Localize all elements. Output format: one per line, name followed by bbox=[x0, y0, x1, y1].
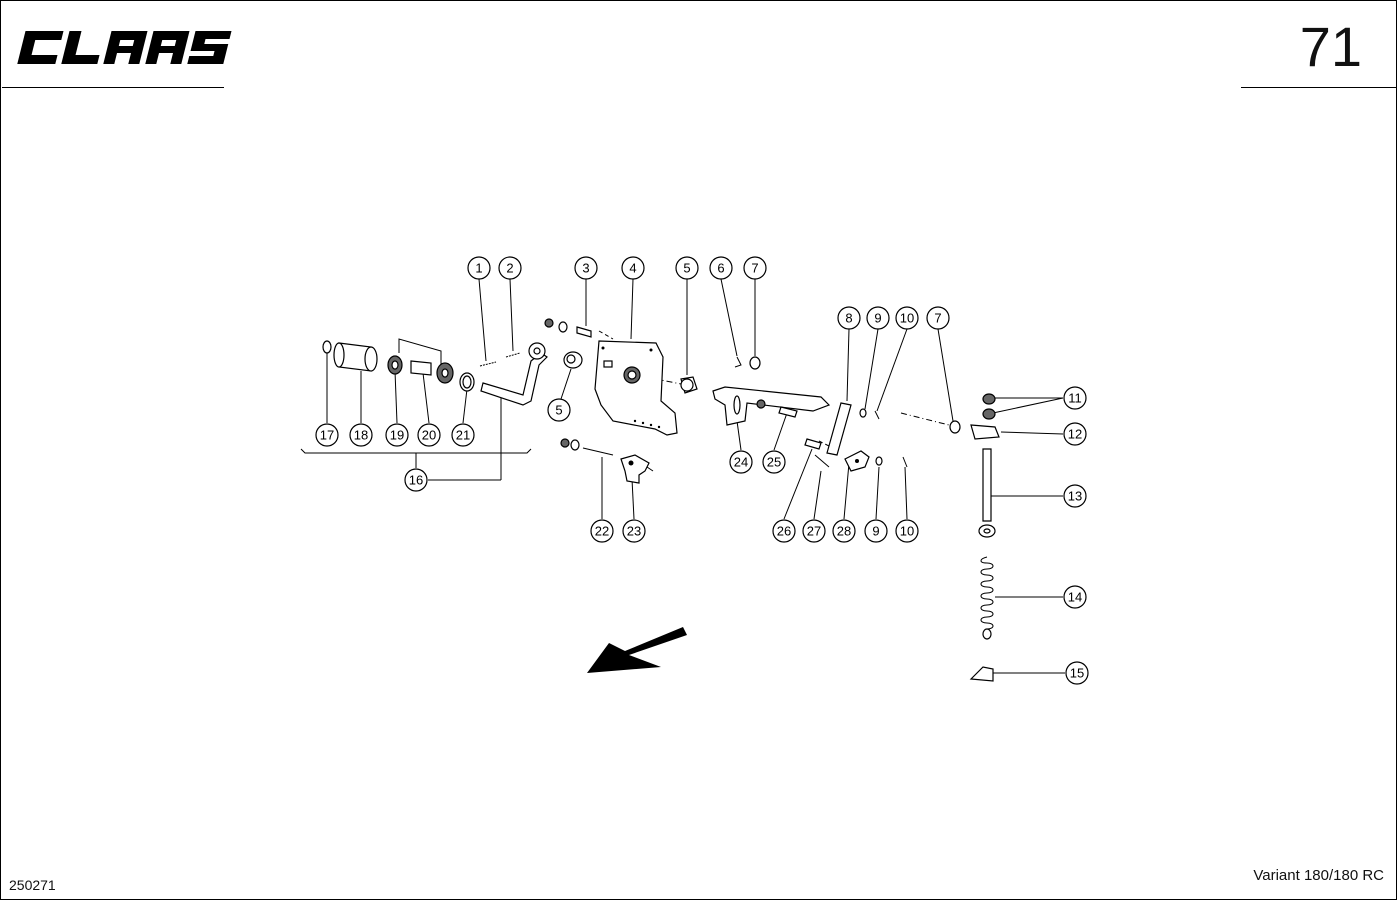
callout-2: 2 bbox=[498, 256, 522, 280]
callout-23: 23 bbox=[622, 519, 646, 543]
svg-text:15: 15 bbox=[1070, 666, 1084, 681]
callout-11: 11 bbox=[1063, 386, 1087, 410]
svg-text:8: 8 bbox=[845, 311, 852, 326]
svg-text:18: 18 bbox=[354, 428, 368, 443]
svg-text:23: 23 bbox=[627, 524, 641, 539]
callout-9-bottom: 9 bbox=[864, 519, 888, 543]
svg-text:13: 13 bbox=[1068, 489, 1082, 504]
callout-4: 4 bbox=[621, 256, 645, 280]
callout-22: 22 bbox=[590, 519, 614, 543]
svg-text:9: 9 bbox=[874, 311, 881, 326]
svg-text:1: 1 bbox=[475, 261, 482, 276]
svg-text:28: 28 bbox=[837, 524, 851, 539]
callout-6: 6 bbox=[709, 256, 733, 280]
callout-15: 15 bbox=[1065, 661, 1089, 685]
svg-text:11: 11 bbox=[1068, 391, 1082, 406]
svg-text:9: 9 bbox=[872, 524, 879, 539]
callout-16: 16 bbox=[404, 468, 428, 492]
callout-26: 26 bbox=[772, 519, 796, 543]
callout-7-top: 7 bbox=[743, 256, 767, 280]
svg-text:27: 27 bbox=[807, 524, 821, 539]
drawing-code: 250271 bbox=[9, 877, 56, 893]
svg-text:6: 6 bbox=[717, 261, 724, 276]
callout-5-left: 5 bbox=[547, 398, 571, 422]
svg-text:7: 7 bbox=[934, 311, 941, 326]
callout-17: 17 bbox=[315, 423, 339, 447]
model-label: Variant 180/180 RC bbox=[1253, 867, 1384, 884]
callout-5-top: 5 bbox=[675, 256, 699, 280]
direction-arrow bbox=[587, 627, 687, 673]
callout-8: 8 bbox=[837, 306, 861, 330]
svg-text:7: 7 bbox=[751, 261, 758, 276]
callout-13: 13 bbox=[1063, 484, 1087, 508]
svg-text:12: 12 bbox=[1068, 427, 1082, 442]
leader-lines bbox=[300, 278, 1065, 674]
callout-1: 1 bbox=[467, 256, 491, 280]
svg-text:20: 20 bbox=[422, 428, 436, 443]
header-rule-left bbox=[2, 87, 224, 88]
callout-10-top: 10 bbox=[895, 306, 919, 330]
svg-text:16: 16 bbox=[409, 473, 423, 488]
callout-18: 18 bbox=[349, 423, 373, 447]
claas-logo bbox=[17, 31, 232, 64]
callout-24: 24 bbox=[729, 450, 753, 474]
callout-12: 12 bbox=[1063, 422, 1087, 446]
svg-text:10: 10 bbox=[900, 524, 914, 539]
header-rule-right bbox=[1241, 87, 1397, 88]
svg-text:19: 19 bbox=[390, 428, 404, 443]
svg-text:21: 21 bbox=[456, 428, 470, 443]
svg-text:26: 26 bbox=[777, 524, 791, 539]
page-number: 71 bbox=[1299, 15, 1362, 78]
callout-19: 19 bbox=[385, 423, 409, 447]
callout-21: 21 bbox=[451, 423, 475, 447]
svg-text:14: 14 bbox=[1068, 590, 1082, 605]
svg-text:2: 2 bbox=[506, 261, 513, 276]
svg-text:22: 22 bbox=[595, 524, 609, 539]
callout-20: 20 bbox=[417, 423, 441, 447]
callouts: 1 2 3 4 5 6 7 8 9 10 7 11 12 13 14 15 16… bbox=[315, 256, 1089, 685]
svg-text:4: 4 bbox=[629, 261, 636, 276]
svg-text:25: 25 bbox=[767, 455, 781, 470]
callout-14: 14 bbox=[1063, 585, 1087, 609]
callout-10-bottom: 10 bbox=[895, 519, 919, 543]
callout-28: 28 bbox=[832, 519, 856, 543]
svg-text:5: 5 bbox=[683, 261, 690, 276]
callout-3: 3 bbox=[574, 256, 598, 280]
svg-text:5: 5 bbox=[555, 403, 562, 418]
callout-25: 25 bbox=[762, 450, 786, 474]
callout-27: 27 bbox=[802, 519, 826, 543]
svg-text:3: 3 bbox=[582, 261, 589, 276]
callout-7-right: 7 bbox=[926, 306, 950, 330]
parts bbox=[322, 318, 1000, 682]
svg-text:10: 10 bbox=[900, 311, 914, 326]
svg-text:17: 17 bbox=[320, 428, 334, 443]
callout-9-top: 9 bbox=[866, 306, 890, 330]
svg-text:24: 24 bbox=[734, 455, 748, 470]
